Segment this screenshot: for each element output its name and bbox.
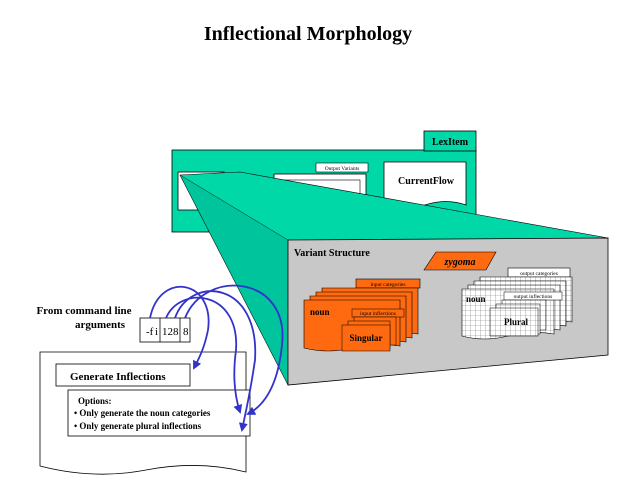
- options-box: [67, 389, 251, 437]
- options-title: Options:: [78, 396, 112, 406]
- output-categories-label: output categories: [520, 271, 558, 277]
- plural-label: Plural: [504, 317, 528, 327]
- option-noun-categories: • Only generate the noun categories: [74, 408, 211, 418]
- arg-i: i: [155, 326, 158, 338]
- noun-label-left: noun: [310, 307, 330, 317]
- arg-f: -f: [146, 326, 154, 338]
- argument-arrows: [149, 284, 284, 432]
- arrow-to-plural-option-2: [184, 284, 284, 415]
- arg-128: 128: [162, 326, 179, 338]
- output-inflections-label: output inflections: [514, 293, 553, 300]
- singular-label: Singular: [349, 333, 382, 343]
- arrow-to-generate-title: [149, 285, 210, 370]
- option-plural-inflections: • Only generate plural inflections: [74, 421, 202, 431]
- command-line-label-2: arguments: [75, 319, 126, 331]
- noun-input-stack: input categories noun input inflections …: [303, 278, 421, 352]
- variant-structure-label: Variant Structure: [294, 248, 370, 259]
- generate-inflections-panel: Generate Inflections Options: • Only gen…: [39, 351, 251, 475]
- command-line-args: -f i 128 8: [139, 317, 191, 343]
- current-flow-label: CurrentFlow: [398, 176, 455, 187]
- plural-output-stack: output categories noun output inflection…: [461, 267, 573, 340]
- zygoma-label: zygoma: [443, 257, 475, 268]
- generate-inflections-title: Generate Inflections: [70, 371, 166, 383]
- arg-8: 8: [183, 326, 189, 338]
- input-categories-label: input categories: [371, 282, 406, 288]
- command-line-label-1: From command line: [36, 305, 131, 317]
- input-inflections-label: input inflections: [360, 310, 396, 317]
- variant-structure-panel: Variant Structure zygoma input categorie…: [287, 237, 609, 386]
- zygoma-shape: [423, 251, 497, 271]
- arrow-to-option-noun: [165, 296, 243, 414]
- page-title: Inflectional Morphology: [204, 23, 412, 45]
- lexitem-label: LexItem: [432, 137, 469, 148]
- output-variants-label: Output Variants: [325, 166, 360, 172]
- noun-label-right: noun: [466, 294, 486, 304]
